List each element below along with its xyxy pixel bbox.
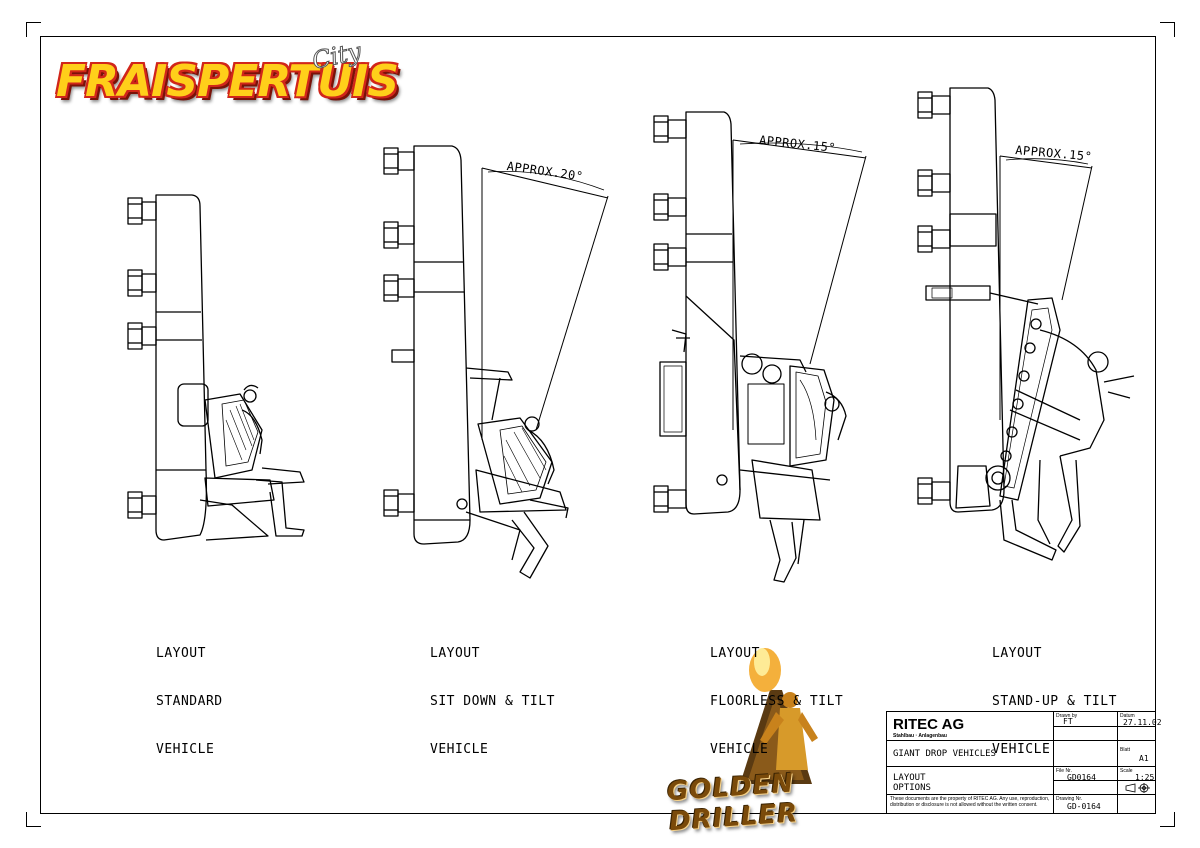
vehicle-sit-down-tilt-drawing [383,145,609,579]
title-block: RITEC AG Stahlbau · Anlagenbau GIANT DRO… [886,711,1162,814]
caption-floorless-line1: LAYOUT [710,646,760,661]
caption-stand-up-line3: VEHICLE [992,742,1051,757]
tb-divider-2 [1117,712,1118,813]
sheet-value: A1 [1139,754,1149,763]
drawing-number-label: Drawing Nr. [1056,796,1083,802]
drawn-by-label: Drawn by [1056,713,1078,719]
caption-sit-down-line2: SIT DOWN & TILT [430,694,555,709]
caption-floorless-tilt: LAYOUT FLOORLESS & TILT VEHICLE [710,614,843,790]
sheet-label: Blatt [1120,747,1131,753]
vehicle-stand-up-tilt-drawing [917,87,1135,561]
project-name: GIANT DROP VEHICLES [893,749,996,759]
tb-row-5 [1053,780,1155,781]
caption-standard: LAYOUT STANDARD VEHICLE [156,614,223,790]
caption-sit-down-line1: LAYOUT [430,646,480,661]
tb-row-4 [1053,726,1155,727]
golden-driller-figure [740,648,818,784]
corner-mark-bl [26,812,41,827]
vehicle-floorless-tilt-drawing [653,111,867,583]
caption-standard-line1: LAYOUT [156,646,206,661]
tb-divider-1 [1053,712,1054,813]
vehicle-standard-drawing [127,194,305,541]
tb-row-3 [887,794,1155,795]
notice-text: These documents are the property of RITE… [890,796,1050,808]
tb-row-1 [887,740,1155,741]
drawing-number-value: GD-0164 [1067,802,1101,811]
fraispertuis-logo: FRAISPERTUIS City [52,37,399,112]
drawing-frame [40,36,1156,814]
scale-value: 1:25 [1135,773,1155,782]
file-value: GD0164 [1067,773,1096,782]
caption-standard-line3: VEHICLE [156,742,215,757]
company-subtitle: Stahlbau · Anlagenbau [893,733,947,739]
golden-driller-logo: GOLDEN DRILLER [664,652,876,837]
corner-mark-br [1160,812,1175,827]
projection-symbol-icon [1125,783,1150,793]
logo-main-text: FRAISPERTUIS [56,56,399,107]
caption-stand-up-tilt: LAYOUT STAND-UP & TILT VEHICLE [992,614,1117,790]
caption-standard-line2: STANDARD [156,694,223,709]
scale-label: Scale [1120,768,1133,774]
caption-stand-up-line1: LAYOUT [992,646,1042,661]
caption-sit-down-tilt: LAYOUT SIT DOWN & TILT VEHICLE [430,614,555,790]
company-name: RITEC AG [893,716,965,733]
caption-floorless-line2: FLOORLESS & TILT [710,694,844,709]
part-name: LAYOUT OPTIONS [893,773,931,793]
corner-mark-tr [1160,22,1175,37]
tb-row-2 [887,766,1155,767]
caption-floorless-line3: VEHICLE [710,742,769,757]
drawn-by-value: FT [1063,717,1073,726]
date-value: 27.11.02 [1123,718,1162,727]
caption-stand-up-line2: STAND-UP & TILT [992,694,1117,709]
corner-mark-tl [26,22,41,37]
caption-sit-down-line3: VEHICLE [430,742,489,757]
date-label: Datum [1120,713,1135,719]
file-label: File Nr. [1056,768,1072,774]
